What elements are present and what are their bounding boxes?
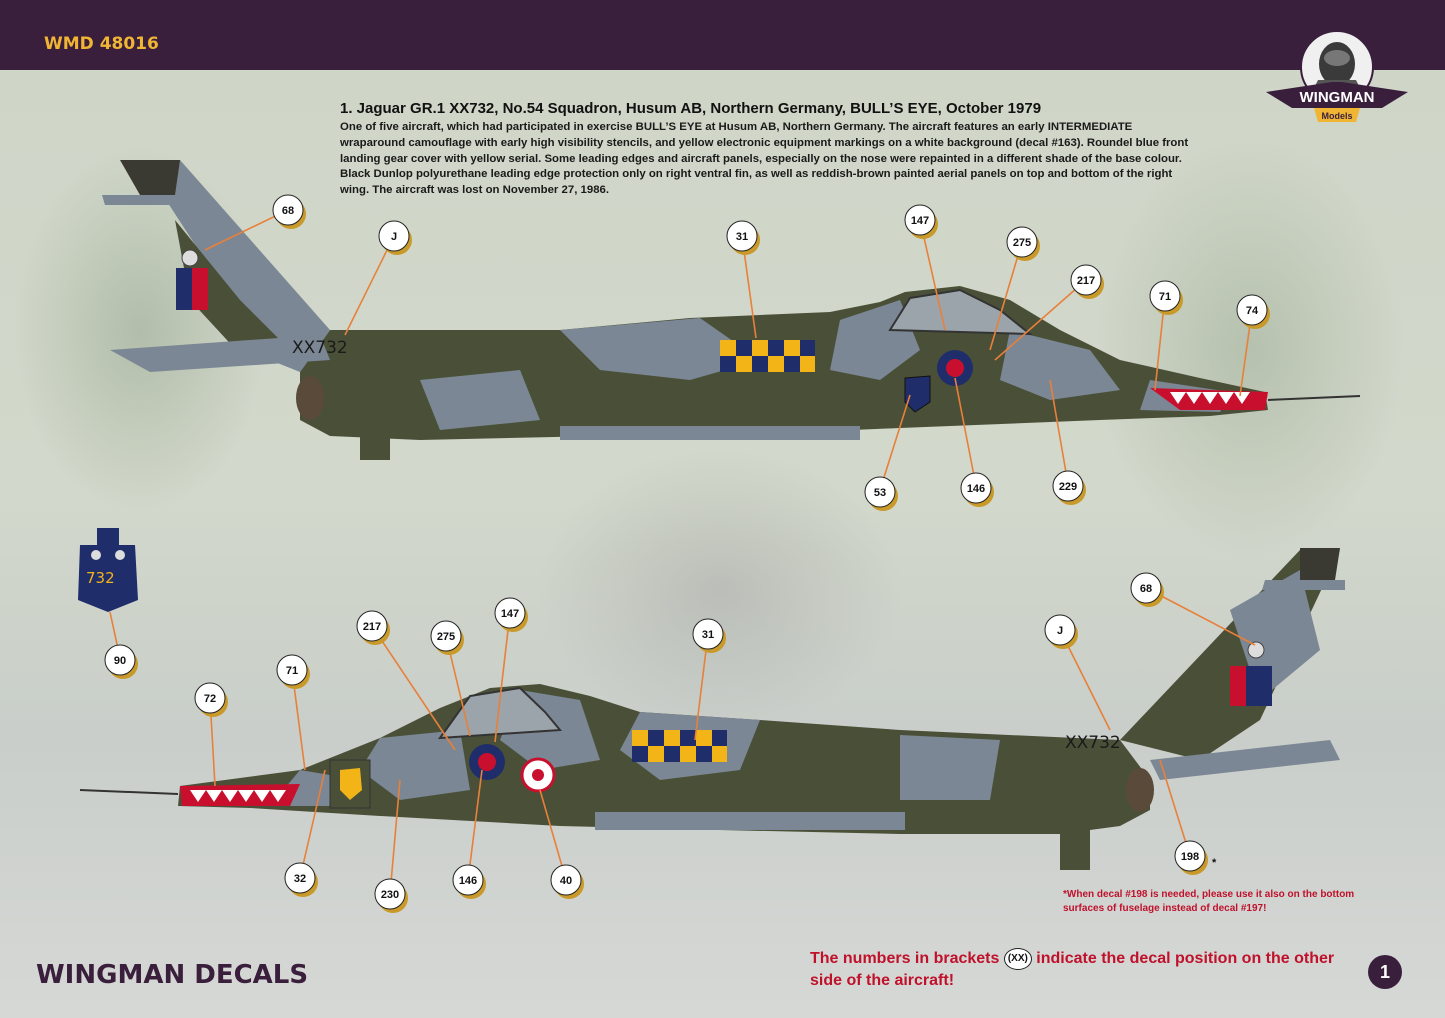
asterisk-marker: * [1212,857,1217,869]
bottom-callout-147: 147 [494,597,528,632]
top-callout-label: 74 [1246,305,1259,317]
decal-198-note: *When decal #198 is needed, please use i… [1063,889,1355,914]
bottom-callout-label: J [1057,625,1063,637]
serial-bottom: XX732 [1065,733,1121,753]
footer-note-before: The numbers in brackets [810,950,1000,968]
bottom-callout-275: 275 [430,620,464,655]
top-callout-31: 31 [726,220,760,255]
top-callout-label: 146 [967,483,985,495]
gear-door: 732 [78,528,138,612]
top-callout-label: 229 [1059,481,1077,493]
footer-note-after: indicate the decal position on the other… [810,950,1335,989]
top-callout-71: 71 [1149,280,1183,315]
bottom-callout-40: 40 [550,864,584,899]
top-callout-label: J [391,231,397,243]
bracket-symbol: (XX) [1003,948,1032,970]
top-callout-label: 31 [736,231,748,243]
wingman-logo: WINGMAN Models [1266,30,1408,122]
top-callout-146: 146 [960,472,994,507]
gear-door-serial: 732 [86,569,115,587]
product-code: WMD 48016 [44,34,159,54]
top-callout-J: J [378,220,412,255]
bottom-callout-68: 68 [1130,572,1164,607]
profile-description: One of five aircraft, which had particip… [340,121,1189,197]
bottom-callout-label: 32 [294,873,306,885]
top-callout-53: 53 [864,476,898,511]
bottom-callout-label: 147 [501,608,519,620]
page-number: 1 [1368,955,1402,989]
top-callout-label: 68 [282,205,294,217]
top-callout-275: 275 [1006,226,1040,261]
top-callout-label: 53 [874,487,886,499]
bottom-callout-71: 71 [276,654,310,689]
bottom-callout-label: 31 [702,629,714,641]
top-callout-229: 229 [1052,470,1086,505]
brand-footer: WINGMAN DECALS [36,960,309,990]
footer-note: The numbers in brackets (XX) indicate th… [810,948,1370,991]
bottom-callout-label: 40 [560,875,572,887]
bottom-callout-32: 32 [284,862,318,897]
bottom-callout-label: 275 [437,631,455,643]
profile-title: 1. Jaguar GR.1 XX732, No.54 Squadron, Hu… [340,100,1042,117]
bottom-callout-label: 68 [1140,583,1152,595]
top-callout-147: 147 [904,204,938,239]
bottom-callout-J: J [1044,614,1078,649]
aircraft-bottom-profile: XX732 [79,548,1345,870]
checker-band-top [720,340,815,372]
bottom-callout-31: 31 [692,618,726,653]
top-callout-label: 71 [1159,291,1171,303]
bottom-callout-198: 198 [1174,840,1208,875]
top-callout-68: 68 [272,194,306,229]
top-callout-217: 217 [1070,264,1104,299]
bottom-callout-label: 230 [381,889,399,901]
top-callout-label: 217 [1077,275,1095,287]
bottom-callout-label: 146 [459,875,477,887]
bottom-callout-label: 198 [1181,851,1199,863]
bottom-callout-230: 230 [374,878,408,913]
bottom-callout-label: 217 [363,621,381,633]
top-callout-label: 147 [911,215,929,227]
bottom-callout-217: 217 [356,610,390,645]
bottom-callout-146: 146 [452,864,486,899]
aircraft-top-profile: XX732 [102,160,1361,460]
top-callout-label: 275 [1013,237,1031,249]
header-bar: WMD 48016 [0,0,1445,70]
bottom-callout-label: 90 [114,655,126,667]
bottom-callout-label: 71 [286,665,298,677]
logo-text: WINGMAN [1300,89,1375,106]
bottom-callout-label: 72 [204,693,216,705]
logo-subtext: Models [1321,111,1352,121]
bottom-callout-72: 72 [194,682,228,717]
serial-top: XX732 [292,338,348,358]
top-callout-74: 74 [1236,294,1270,329]
bottom-callout-90: 90 [104,644,138,679]
checker-band-bottom [632,730,727,762]
